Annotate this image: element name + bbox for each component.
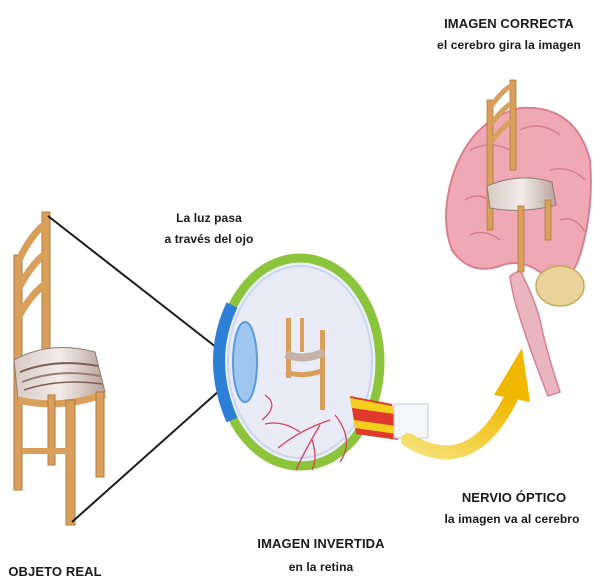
brain-illustration (446, 80, 591, 396)
correct-image-subtitle: el cerebro gira la imagen (424, 38, 594, 52)
real-chair-illustration (14, 212, 105, 525)
real-object-label: OBJETO REAL (0, 564, 110, 579)
correct-image-title: IMAGEN CORRECTA (424, 16, 594, 31)
inverted-image-subtitle: en la retina (236, 560, 406, 574)
eye-cross-section (219, 258, 428, 470)
optic-nerve-subtitle: la imagen va al cerebro (430, 512, 594, 526)
light-passes-label-line2: a través del ojo (134, 232, 284, 246)
optic-nerve-eye (350, 396, 428, 440)
optic-nerve-title: NERVIO ÓPTICO (434, 490, 594, 505)
light-passes-label-line1: La luz pasa (134, 211, 284, 225)
inverted-image-title: IMAGEN INVERTIDA (236, 536, 406, 551)
